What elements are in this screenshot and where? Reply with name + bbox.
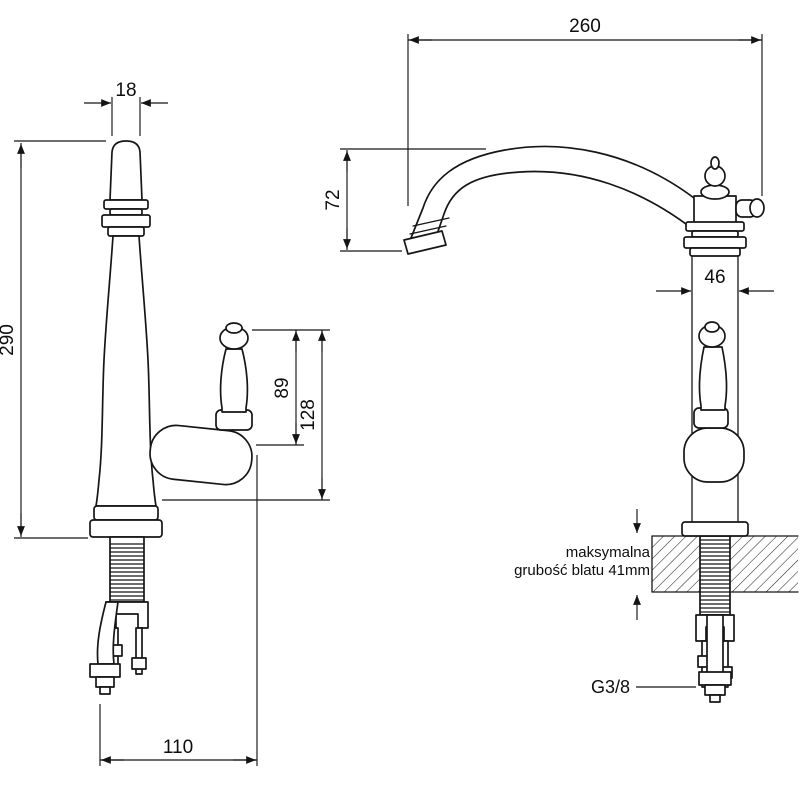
spout-neck <box>109 140 143 201</box>
dim-spout-drop-label: 72 <box>323 189 344 210</box>
hose-fitting-tip <box>99 686 111 695</box>
dimension-body-diameter: 46 <box>656 267 774 295</box>
side-faucet <box>403 145 765 703</box>
thread-hatch <box>109 543 145 601</box>
extension-line <box>340 148 486 252</box>
handle-base <box>693 407 729 429</box>
thread-size-callout: G3/8 <box>591 677 696 697</box>
countertop-note-line1: maksymalna <box>566 544 651 561</box>
mounting-rod <box>135 627 143 675</box>
base-plate <box>89 519 163 538</box>
countertop-note-line2: grubość blatu 41mm <box>514 562 650 579</box>
collar-ring <box>103 199 149 210</box>
body-top <box>693 195 737 225</box>
extension-line <box>14 140 106 539</box>
extension-line <box>407 34 763 206</box>
dim-base-width-label: 110 <box>163 737 193 758</box>
base-plate <box>681 521 749 537</box>
spout-outlet-cap <box>403 230 447 255</box>
rear-nub-knob <box>749 198 765 218</box>
side-view: 260 72 46 maksymalna grubość blatu 41mm … <box>323 16 799 703</box>
dimension-handle-height: 89 <box>252 329 330 446</box>
dimension-spout-drop: 72 <box>323 148 486 252</box>
finial-base <box>700 184 730 200</box>
collar-ring <box>101 214 151 228</box>
collar-ring <box>683 236 747 249</box>
dim-handle-span-label: 128 <box>298 399 319 431</box>
dim-spout-reach-label: 260 <box>569 16 601 37</box>
collar-ring <box>685 221 745 232</box>
base-flange <box>93 505 159 521</box>
front-faucet <box>89 140 253 695</box>
collar-ring <box>689 247 741 257</box>
hose-fitting-nut <box>698 671 732 686</box>
handle-grip <box>219 348 249 413</box>
dim-spout-width-label: 18 <box>115 80 136 101</box>
countertop-thickness-note: maksymalna grubość blatu 41mm <box>514 509 651 620</box>
dimension-spout-reach: 260 <box>407 16 763 206</box>
dim-total-height-label: 290 <box>0 324 18 356</box>
dimension-base-width: 110 <box>99 455 258 766</box>
spout-outlet-rings <box>409 217 450 235</box>
dimension-total-height: 290 <box>0 140 106 539</box>
handle-knob-cap <box>704 321 720 333</box>
extension-line <box>99 455 258 766</box>
collar-ring <box>109 208 143 216</box>
extension-line <box>111 97 141 136</box>
handle-connector <box>149 424 253 486</box>
mounting-bracket <box>695 614 735 642</box>
mounting-nut <box>131 657 147 670</box>
handle-knob-cap <box>225 322 243 334</box>
collar-ring <box>691 230 739 238</box>
dim-handle-height-label: 89 <box>272 377 293 398</box>
body-sides <box>691 255 739 523</box>
handle-base <box>215 409 253 431</box>
thread-size-label: G3/8 <box>591 677 630 697</box>
faucet-body <box>95 235 157 507</box>
dimension-handle-span: 128 <box>162 330 330 501</box>
collar-ring <box>107 226 145 237</box>
hose-fitting <box>95 676 115 688</box>
handle-connector <box>683 427 745 483</box>
supply-hose <box>706 614 724 674</box>
hose-fitting-nut <box>89 663 121 678</box>
thread-hatch <box>699 539 731 613</box>
dimension-spout-width: 18 <box>84 80 168 136</box>
handle-grip <box>698 346 728 411</box>
spout-inner-edge <box>434 170 695 241</box>
finial-tip <box>710 156 720 170</box>
dim-body-diameter-label: 46 <box>704 267 725 288</box>
hose-fitting-tip <box>709 694 721 703</box>
front-view: 18 290 89 128 <box>0 80 330 766</box>
hose-fitting <box>704 684 726 696</box>
